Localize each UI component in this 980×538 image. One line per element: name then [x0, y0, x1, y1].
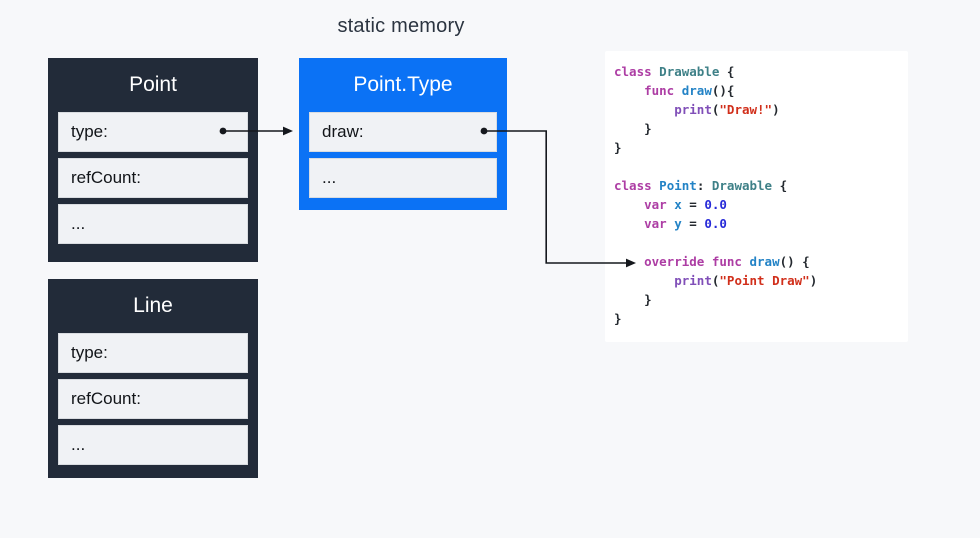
- point-type-ellipsis-slot: ...: [309, 158, 497, 198]
- swift-code-block: class Drawable { func draw(){ print("Dra…: [614, 62, 900, 328]
- code-line: }: [614, 140, 622, 155]
- slot-label: ...: [71, 435, 86, 454]
- point-type-box-title: Point.Type: [353, 73, 453, 96]
- code-line: var x = 0.0: [644, 197, 727, 212]
- slot-label: draw:: [322, 122, 364, 141]
- slot-label: type:: [71, 343, 108, 362]
- point-box-title: Point: [129, 73, 177, 96]
- slot-label: ...: [71, 214, 86, 233]
- code-line: class Drawable {: [614, 64, 735, 79]
- swift-code-card: class Drawable { func draw(){ print("Dra…: [605, 51, 908, 342]
- code-line: override func draw() {: [644, 254, 810, 269]
- code-line: class Point: Drawable {: [614, 178, 788, 193]
- point-type-draw-slot: draw:: [309, 112, 497, 152]
- line-object-box: Line type: refCount: ...: [48, 279, 258, 478]
- line-box-title: Line: [133, 294, 173, 317]
- code-line: print("Point Draw"): [674, 273, 818, 288]
- code-line: func draw(){: [644, 83, 735, 98]
- slot-label: refCount:: [71, 168, 141, 187]
- slot-label: refCount:: [71, 389, 141, 408]
- slot-label: type:: [71, 122, 108, 141]
- line-refcount-slot: refCount:: [58, 379, 248, 419]
- diagram-title: static memory: [337, 15, 465, 37]
- code-line: }: [614, 292, 652, 307]
- line-type-slot: type:: [58, 333, 248, 373]
- point-ellipsis-slot: ...: [58, 204, 248, 244]
- code-line: }: [614, 121, 652, 136]
- slot-label: ...: [322, 168, 337, 187]
- line-ellipsis-slot: ...: [58, 425, 248, 465]
- point-refcount-slot: refCount:: [58, 158, 248, 198]
- code-line: var y = 0.0: [644, 216, 727, 231]
- code-line: [614, 233, 900, 252]
- point-object-box: Point type: refCount: ...: [48, 58, 258, 262]
- code-line: [614, 157, 900, 176]
- point-type-box: Point.Type draw: ...: [299, 58, 507, 210]
- point-type-box-rows: draw: ...: [299, 112, 507, 204]
- line-box-rows: type: refCount: ...: [48, 333, 258, 471]
- arrow-head-icon: [283, 126, 293, 136]
- point-type-slot: type:: [58, 112, 248, 152]
- point-box-rows: type: refCount: ...: [48, 112, 258, 250]
- code-line: print("Draw!"): [674, 102, 780, 117]
- code-line: }: [614, 311, 622, 326]
